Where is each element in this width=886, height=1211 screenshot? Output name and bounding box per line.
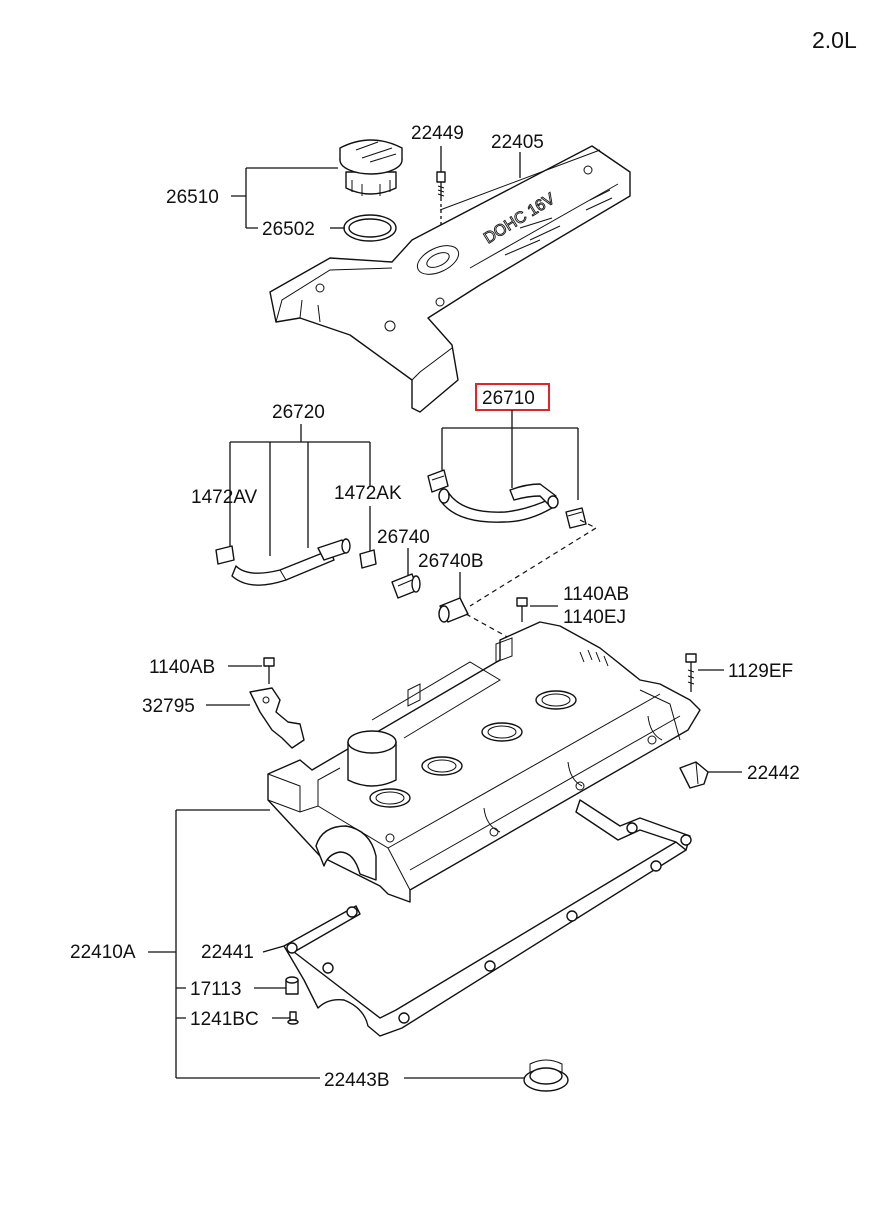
label-32795: 32795 [142, 696, 195, 717]
grommet-26740B[interactable] [438, 597, 469, 623]
bolt-1129EF[interactable] [685, 653, 697, 692]
o-ring-26502[interactable] [343, 214, 397, 242]
spacer-17113[interactable] [285, 976, 299, 995]
label-26502: 26502 [262, 219, 315, 240]
label-22441: 22441 [201, 942, 254, 963]
clamp-26710-left[interactable] [427, 469, 449, 493]
label-1140EJ: 1140EJ [563, 607, 626, 628]
label-1140AB-lower: 1140AB [149, 657, 215, 678]
label-26740: 26740 [377, 527, 430, 548]
hose-26710[interactable] [438, 483, 559, 523]
label-22443B: 22443B [324, 1070, 390, 1091]
oil-filler-cap-26510[interactable] [339, 139, 403, 196]
label-1241BC: 1241BC [190, 1009, 259, 1030]
head-cover-22410A[interactable] [267, 621, 701, 903]
pcv-valve-26740[interactable] [391, 573, 421, 599]
label-1472AV: 1472AV [191, 487, 258, 508]
label-22410A: 22410A [70, 942, 136, 963]
label-17113: 17113 [190, 979, 241, 1000]
engine-cover-22405[interactable]: DOHC 16V [269, 145, 631, 413]
clamp-1472AV[interactable] [215, 545, 235, 565]
label-26720: 26720 [272, 402, 325, 423]
label-1472AK: 1472AK [334, 483, 402, 504]
label-26510: 26510 [166, 187, 219, 208]
label-26740B: 26740B [418, 551, 484, 572]
label-22405: 22405 [491, 132, 544, 153]
bolt-22449[interactable] [436, 171, 446, 198]
clamp-26710-right[interactable] [565, 507, 587, 529]
gasket-22441[interactable] [283, 799, 692, 1037]
bolt-1140AB-upper[interactable] [516, 597, 528, 622]
bracket-32795[interactable] [249, 687, 305, 749]
label-22449: 22449 [411, 123, 464, 144]
hose-26720[interactable] [231, 538, 351, 586]
label-22442: 22442 [747, 763, 800, 784]
clamp-1472AK[interactable] [359, 549, 377, 569]
plug-22442[interactable] [679, 761, 709, 789]
label-26710: 26710 [482, 388, 535, 409]
label-1129EF: 1129EF [728, 661, 793, 682]
bolt-1140AB-lower[interactable] [263, 657, 275, 684]
seal-22443B[interactable] [523, 1059, 569, 1092]
engine-label: 2.0L [812, 27, 857, 53]
bolt-1241BC[interactable] [287, 1011, 299, 1025]
label-1140AB-upper: 1140AB [563, 584, 629, 605]
